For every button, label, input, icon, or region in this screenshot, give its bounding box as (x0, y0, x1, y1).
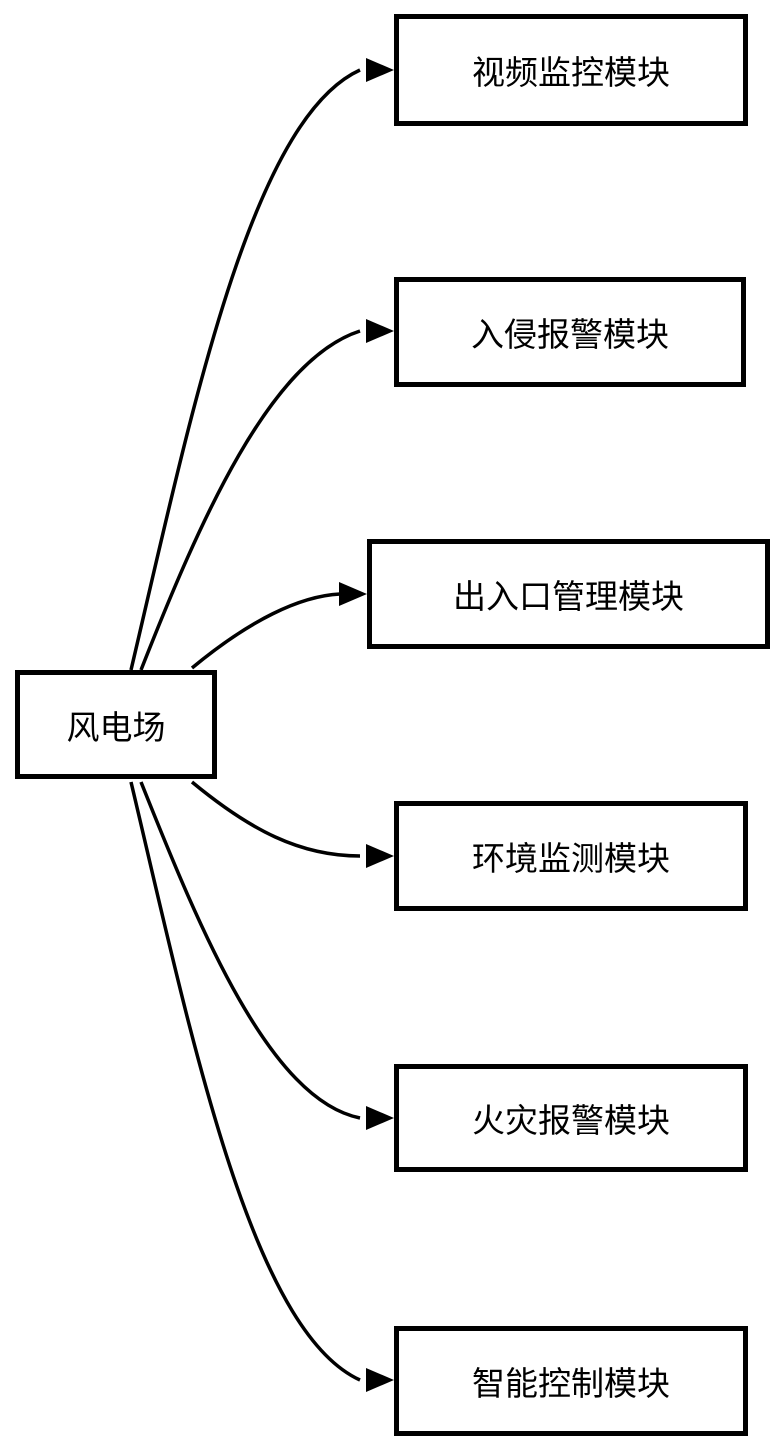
target-node-label: 火灾报警模块 (472, 1094, 670, 1142)
edge-connector (131, 782, 360, 1380)
edge-connector (131, 70, 360, 670)
target-node-intelligent-control: 智能控制模块 (394, 1326, 748, 1436)
target-node-video-monitoring: 视频监控模块 (394, 14, 748, 126)
edge-connector (141, 782, 360, 1118)
arrowhead-icon (339, 582, 367, 606)
edge-connector (192, 782, 360, 856)
arrowhead-icon (366, 58, 394, 82)
target-node-environment-monitoring: 环境监测模块 (394, 801, 748, 911)
target-node-fire-alarm: 火灾报警模块 (394, 1064, 748, 1172)
arrowhead-icon (366, 1368, 394, 1392)
target-node-access-control: 出入口管理模块 (367, 539, 770, 649)
edge-connector (141, 331, 360, 670)
source-node-label: 风电场 (67, 701, 166, 749)
target-node-intrusion-alarm: 入侵报警模块 (394, 277, 746, 387)
target-node-label: 出入口管理模块 (453, 570, 684, 618)
target-node-label: 智能控制模块 (472, 1357, 670, 1405)
arrowhead-icon (366, 844, 394, 868)
arrowhead-icon (366, 1106, 394, 1130)
target-node-label: 视频监控模块 (472, 46, 670, 94)
target-node-label: 环境监测模块 (472, 832, 670, 880)
source-node-wind-farm: 风电场 (15, 670, 217, 779)
target-node-label: 入侵报警模块 (471, 308, 669, 356)
arrowhead-icon (366, 319, 394, 343)
edge-connector (192, 594, 340, 668)
